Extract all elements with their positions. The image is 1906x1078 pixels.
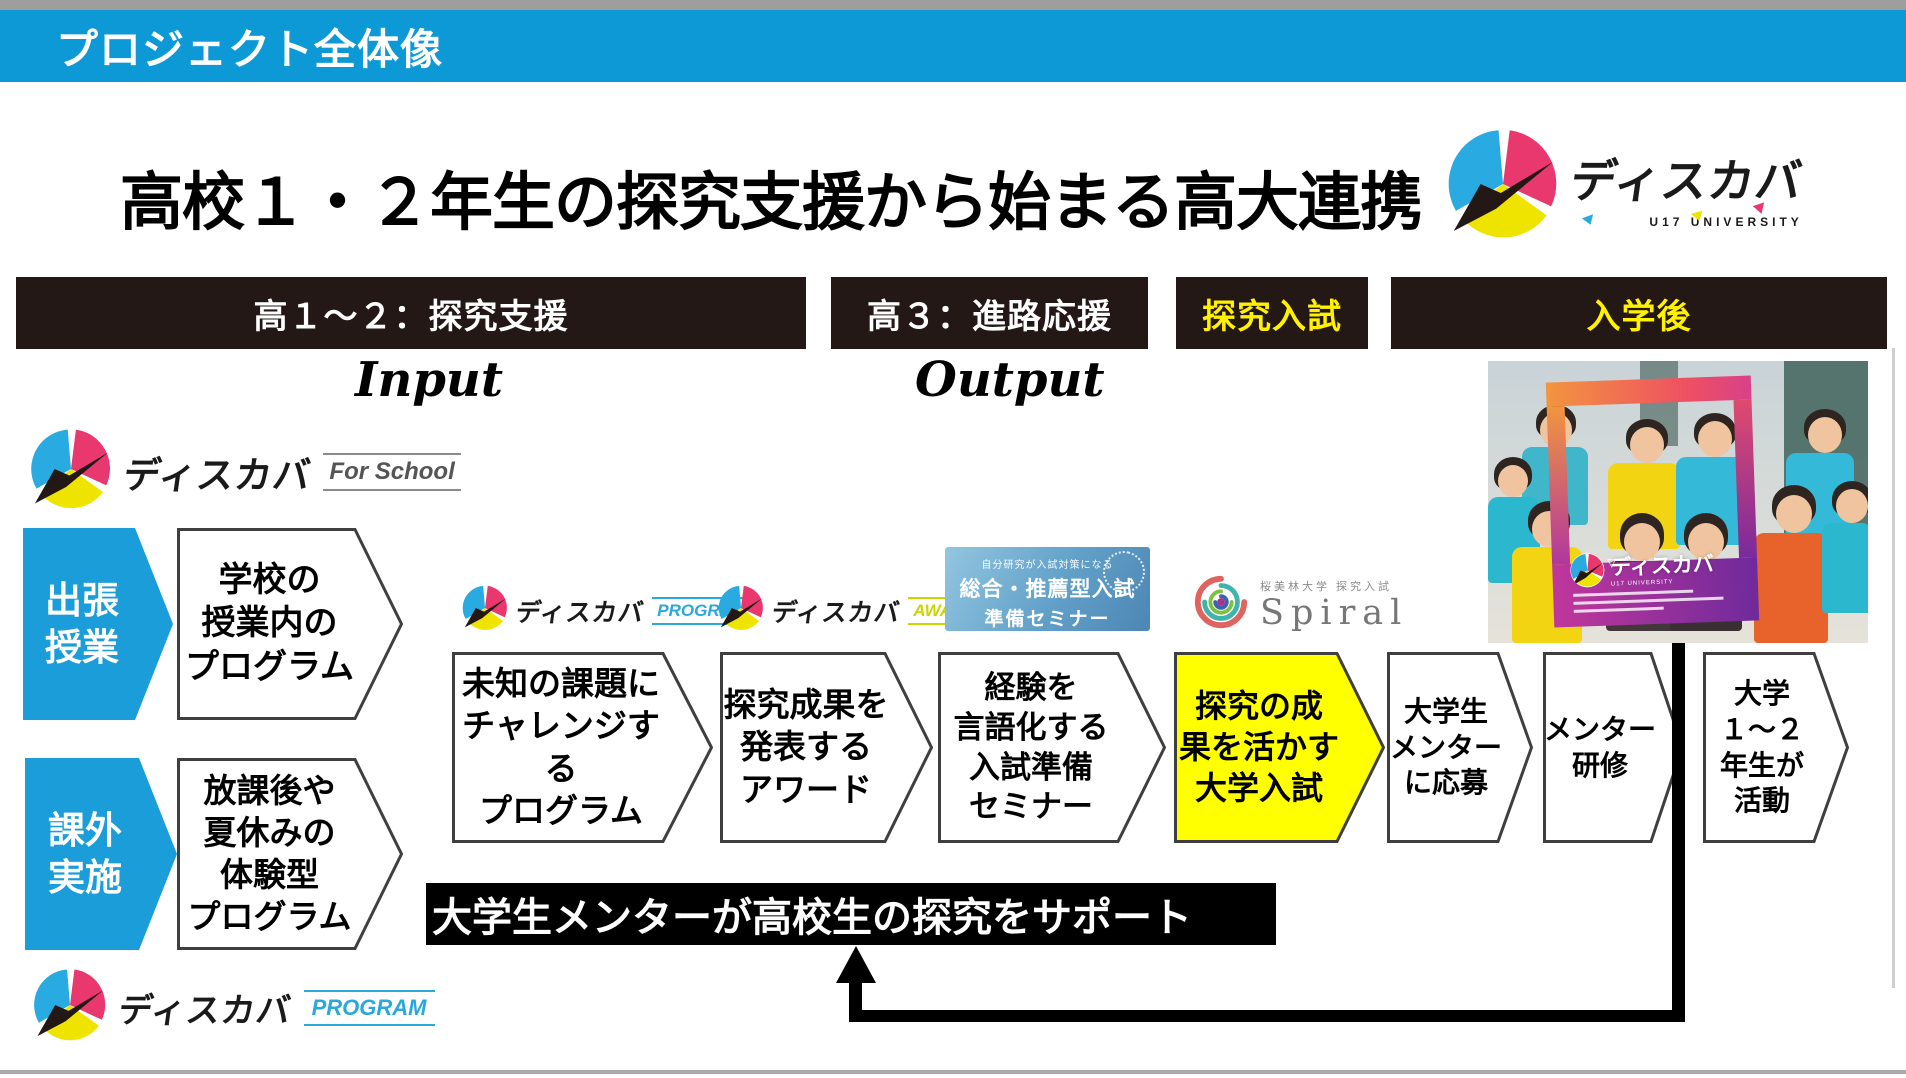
photo-frame-logo: ディスカバ U17 UNIVERSITY bbox=[1569, 548, 1715, 589]
chevron-label: 学校の 授業内の プログラム bbox=[185, 560, 354, 686]
chevron-label: メンター 研修 bbox=[1543, 713, 1656, 781]
connector-arrowhead-icon bbox=[836, 946, 876, 983]
phase-bar-label: 入学後 bbox=[1586, 297, 1692, 336]
input-label: Input bbox=[355, 352, 503, 408]
phase-bar-career-support: 高３：進路応援 bbox=[831, 277, 1148, 349]
discava-program-logo-bottom: ディスカバ PROGRAM bbox=[33, 968, 435, 1047]
phase-bar-inquiry-exam: 探究入試 bbox=[1176, 277, 1368, 349]
discava-wordmark: ディスカバ bbox=[120, 454, 314, 496]
slide-header-title: プロジェクト全体像 bbox=[56, 25, 444, 73]
slide-bottom-border bbox=[0, 1070, 1906, 1074]
discava-logo-icon bbox=[718, 585, 764, 636]
discava-wordmark: ディスカバ bbox=[1566, 154, 1807, 207]
chevron-label: 大学生 メンター に応募 bbox=[1389, 695, 1502, 799]
for-school-tag: For School bbox=[323, 452, 461, 491]
seminar-tagline: 自分研究が入試対策になる bbox=[981, 560, 1114, 571]
delivery-tag-label: 出張 授業 bbox=[45, 579, 119, 668]
phase-bar-label: 高１～２：探究支援 bbox=[253, 297, 569, 336]
slide-right-border bbox=[1892, 348, 1895, 988]
phase-bar-after-admission: 入学後 bbox=[1391, 277, 1887, 349]
window-top-strip bbox=[0, 0, 1906, 10]
delivery-arrow-extracurricular: 課外 実施 bbox=[25, 758, 177, 950]
connector-horizontal-line bbox=[849, 1010, 1685, 1022]
flow-chevron-award-presentation: 探究成果を 発表する アワード bbox=[720, 652, 933, 843]
discava-program-logo: ディスカバ PROGRAM bbox=[462, 585, 752, 636]
connector-vertical-line bbox=[1672, 643, 1685, 1022]
connector-up-line bbox=[849, 975, 862, 1017]
spiral-university-label: 桜美林大学 探究入試 bbox=[1260, 581, 1393, 593]
chevron-label: 未知の課題に チャレンジする プログラム bbox=[462, 665, 660, 829]
seminar-badge-image: 自分研究が入試対策になる 総合・推薦型入試 準備セミナー bbox=[945, 547, 1150, 631]
chevron-label: 放課後や 夏休みの 体験型 プログラム bbox=[187, 771, 352, 936]
flow-chevron-inquiry-admission-highlighted: 探究の成 果を活かす 大学入試 bbox=[1174, 652, 1385, 843]
seminar-title-line2: 準備セミナー bbox=[984, 608, 1111, 630]
spiral-icon bbox=[1192, 573, 1250, 636]
u17-university-label: U17 UNIVERSITY bbox=[1649, 214, 1803, 229]
chevron-afterschool-program: 放課後や 夏休みの 体験型 プログラム bbox=[177, 758, 403, 950]
discava-u17-logo: ディスカバ U17 UNIVERSITY bbox=[1447, 128, 1806, 245]
program-tag: PROGRAM bbox=[303, 989, 435, 1026]
discava-logo-icon bbox=[1447, 128, 1559, 245]
phase-bar-label: 探究入試 bbox=[1202, 297, 1342, 336]
flow-chevron-university-activity: 大学 １～２ 年生が 活動 bbox=[1703, 652, 1849, 843]
chevron-school-program: 学校の 授業内の プログラム bbox=[177, 528, 403, 720]
discava-logo-icon bbox=[30, 428, 112, 515]
discava-logo-icon bbox=[462, 585, 508, 636]
discava-wordmark: ディスカバ bbox=[1609, 552, 1715, 580]
flow-chevron-unknown-challenge: 未知の課題に チャレンジする プログラム bbox=[452, 652, 713, 843]
discava-wordmark: ディスカバ bbox=[769, 598, 902, 627]
phase-bar-label: 高３：進路応援 bbox=[867, 297, 1112, 336]
flow-chevron-mentor-apply: 大学生 メンター に応募 bbox=[1387, 652, 1533, 843]
output-label: Output bbox=[915, 352, 1105, 408]
discava-logo-icon bbox=[33, 968, 107, 1047]
discava-for-school-logo: ディスカバ For School bbox=[30, 428, 461, 515]
discava-wordmark: ディスカバ bbox=[513, 598, 646, 627]
chevron-label: 探究の成 果を活かす 大学入試 bbox=[1178, 688, 1339, 806]
seminar-title-line1: 総合・推薦型入試 bbox=[959, 576, 1136, 601]
flow-chevron-mentor-training: メンター 研修 bbox=[1543, 652, 1684, 843]
spiral-logo: 桜美林大学 探究入試 Spiral bbox=[1192, 573, 1408, 636]
mentor-support-banner: 大学生メンターが高校生の探究をサポート bbox=[426, 883, 1276, 945]
chevron-label: 大学 １～２ 年生が 活動 bbox=[1719, 677, 1804, 817]
phase-bar-exploration-support: 高１～２：探究支援 bbox=[16, 277, 806, 349]
discava-wordmark: ディスカバ bbox=[115, 992, 294, 1030]
photo-frame-board: ♥ ● ▽ ディスカバ U17 UNIVERSITY bbox=[1545, 375, 1760, 628]
page-title: 高校１・２年生の探究支援から始まる高大連携 bbox=[120, 168, 1423, 238]
delivery-tag-label: 課外 実施 bbox=[48, 809, 122, 898]
delivery-arrow-visiting-class: 出張 授業 bbox=[23, 528, 173, 720]
students-photo: ♥ ● ▽ ディスカバ U17 UNIVERSITY bbox=[1488, 361, 1868, 643]
discava-award-logo: ディスカバ AWARD bbox=[718, 585, 982, 636]
chevron-label: 経験を 言語化する 入試準備 セミナー bbox=[953, 670, 1109, 825]
flow-chevron-exam-prep-seminar: 経験を 言語化する 入試準備 セミナー bbox=[938, 652, 1166, 843]
mentor-support-banner-label: 大学生メンターが高校生の探究をサポート bbox=[432, 896, 1192, 940]
chevron-label: 探究成果を 発表する アワード bbox=[723, 686, 889, 808]
slide-header-banner: プロジェクト全体像 bbox=[0, 10, 1906, 82]
spiral-wordmark: Spiral bbox=[1260, 593, 1409, 633]
